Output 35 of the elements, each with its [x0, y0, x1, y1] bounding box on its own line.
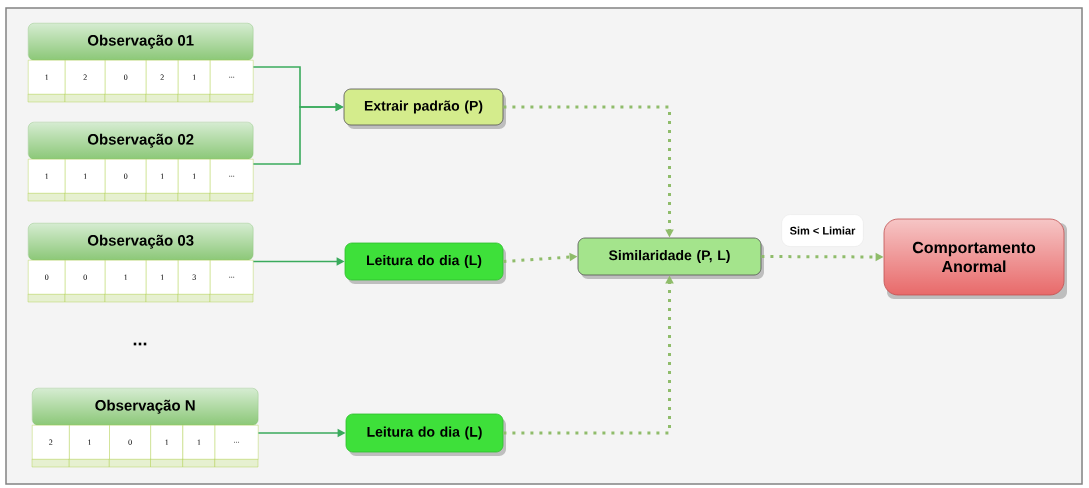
table-cell: 1 — [182, 425, 216, 468]
table-cell: 3 — [177, 260, 211, 303]
table-header: Observação 03 — [28, 223, 254, 261]
table-cell: 2 — [64, 60, 106, 103]
table-header: Observação 01 — [28, 23, 254, 61]
table-cell: 0 — [109, 425, 151, 468]
result-box: Comportamento Anormal — [883, 218, 1067, 299]
table-cell: 0 — [64, 260, 106, 303]
table-cell: 1 — [27, 159, 66, 202]
table-cell: 1 — [150, 425, 183, 468]
table-cell: 0 — [104, 159, 147, 202]
table-header: Observação 02 — [28, 122, 254, 160]
process-box: Similaridade (P, L) — [577, 237, 764, 279]
table-cell: 1 — [104, 260, 147, 303]
edge-label: Sim < Limiar — [781, 214, 864, 247]
table-cell: ... — [209, 60, 254, 103]
table-cell: 1 — [177, 60, 211, 103]
table-cell: 2 — [145, 60, 179, 103]
table-cell: 1 — [177, 159, 211, 202]
process-box: Leitura do dia (L) — [344, 242, 506, 284]
table-cell: 1 — [145, 260, 179, 303]
table-cell: ... — [209, 159, 254, 202]
table-cell: ... — [214, 425, 259, 468]
process-box: Extrair padrão (P) — [343, 88, 506, 129]
table-cell: 1 — [69, 425, 110, 468]
table-cell: 1 — [145, 159, 179, 202]
table-cell: ... — [209, 260, 254, 303]
process-box: Leitura do dia (L) — [345, 413, 506, 456]
table-cell: 1 — [27, 60, 66, 103]
table-header: Observação N — [32, 388, 259, 426]
ellipsis-text: ... — [133, 342, 147, 346]
table-cell: 2 — [31, 425, 70, 468]
table-cell: 0 — [104, 60, 147, 103]
table-cell: 0 — [27, 260, 66, 303]
table-cell: 1 — [64, 159, 106, 202]
